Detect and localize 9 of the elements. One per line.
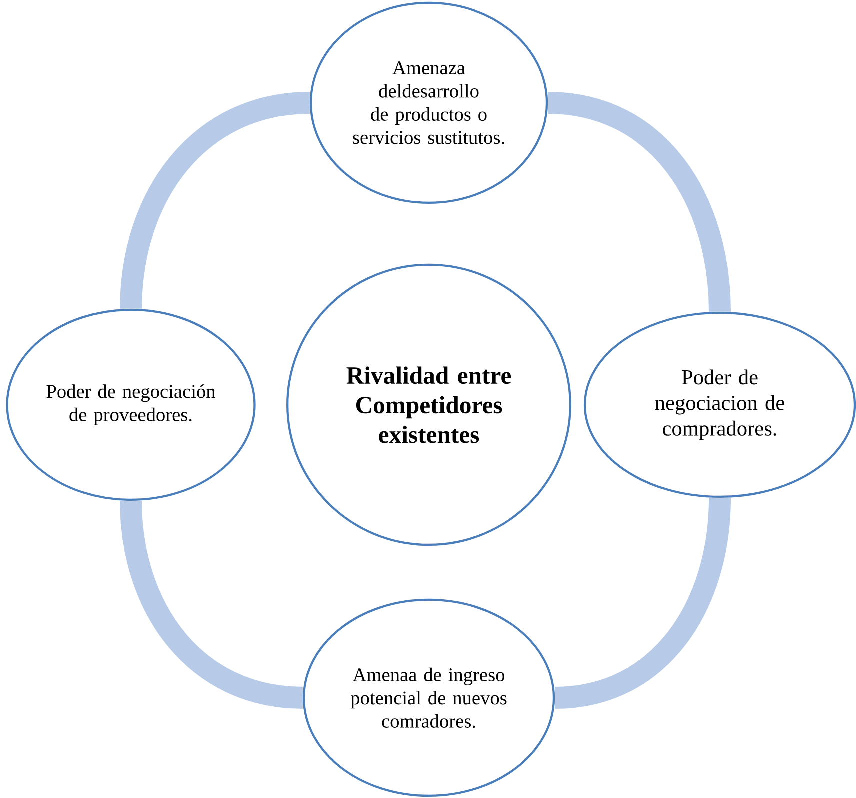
circle-node: Rivalidad entre Competidores existentes [286,264,572,546]
ring-segment [547,92,731,312]
ring-segment [120,500,304,709]
ellipse-node: Poder de negociacion de compradores. [584,312,856,498]
ellipse-node: Amenaa de ingreso potencial de nuevos comradores. [302,598,556,798]
ring-segment [120,92,311,310]
ellipse-node: Amenaza deldesarrollo de productos o servicios sustitutos. [310,2,548,204]
ellipse-node: Poder de negociación de proveedores. [6,308,256,502]
ring-segment [554,498,731,709]
